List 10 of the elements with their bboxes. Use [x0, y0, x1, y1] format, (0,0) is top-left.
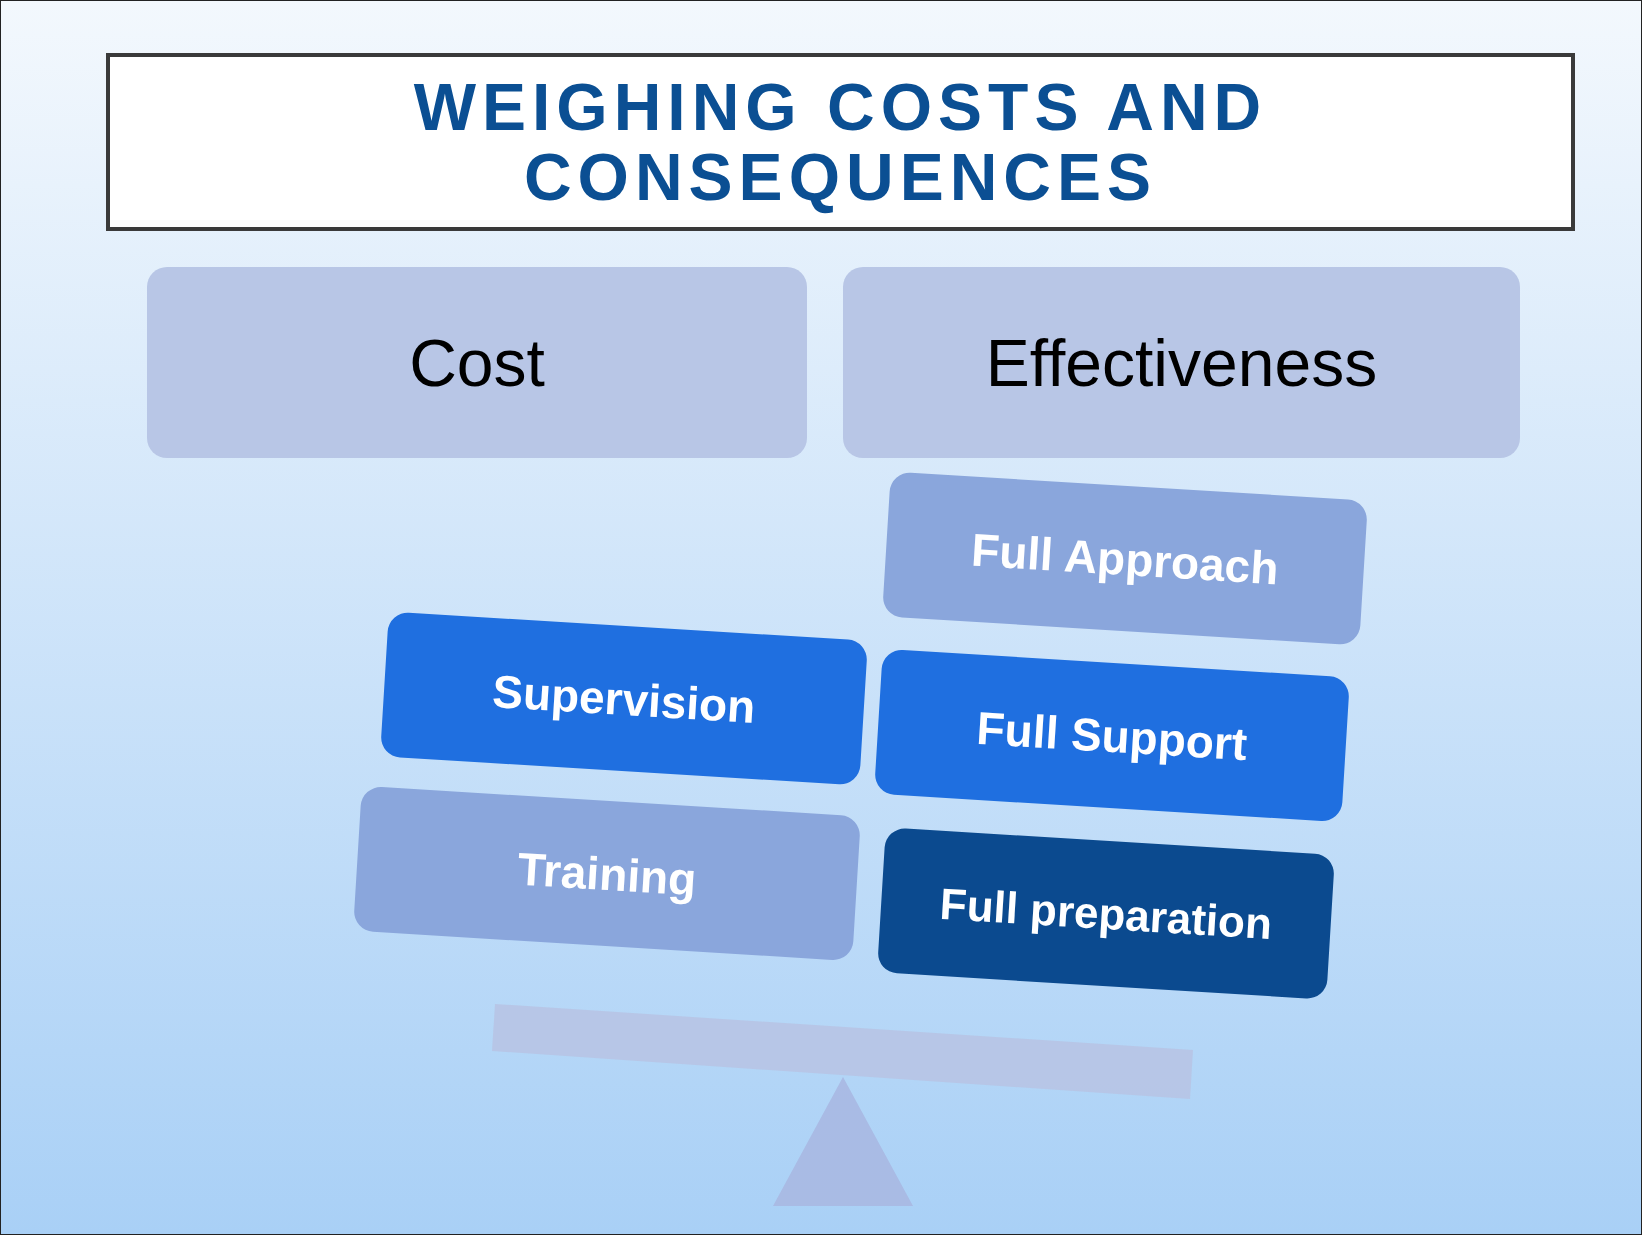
header-box	[843, 267, 1520, 458]
title-banner: WEIGHING COSTS AND CONSEQUENCES	[106, 53, 1575, 231]
block-label: Full Support	[975, 700, 1249, 771]
block-label: Full preparation	[938, 878, 1274, 949]
block-label: Full Approach	[969, 522, 1281, 595]
block-label: Effectiveness	[985, 324, 1378, 401]
header-box	[147, 267, 807, 458]
block-label: Supervision	[490, 663, 758, 734]
block-label: Cost	[409, 324, 545, 401]
block-label: Training	[516, 841, 698, 906]
